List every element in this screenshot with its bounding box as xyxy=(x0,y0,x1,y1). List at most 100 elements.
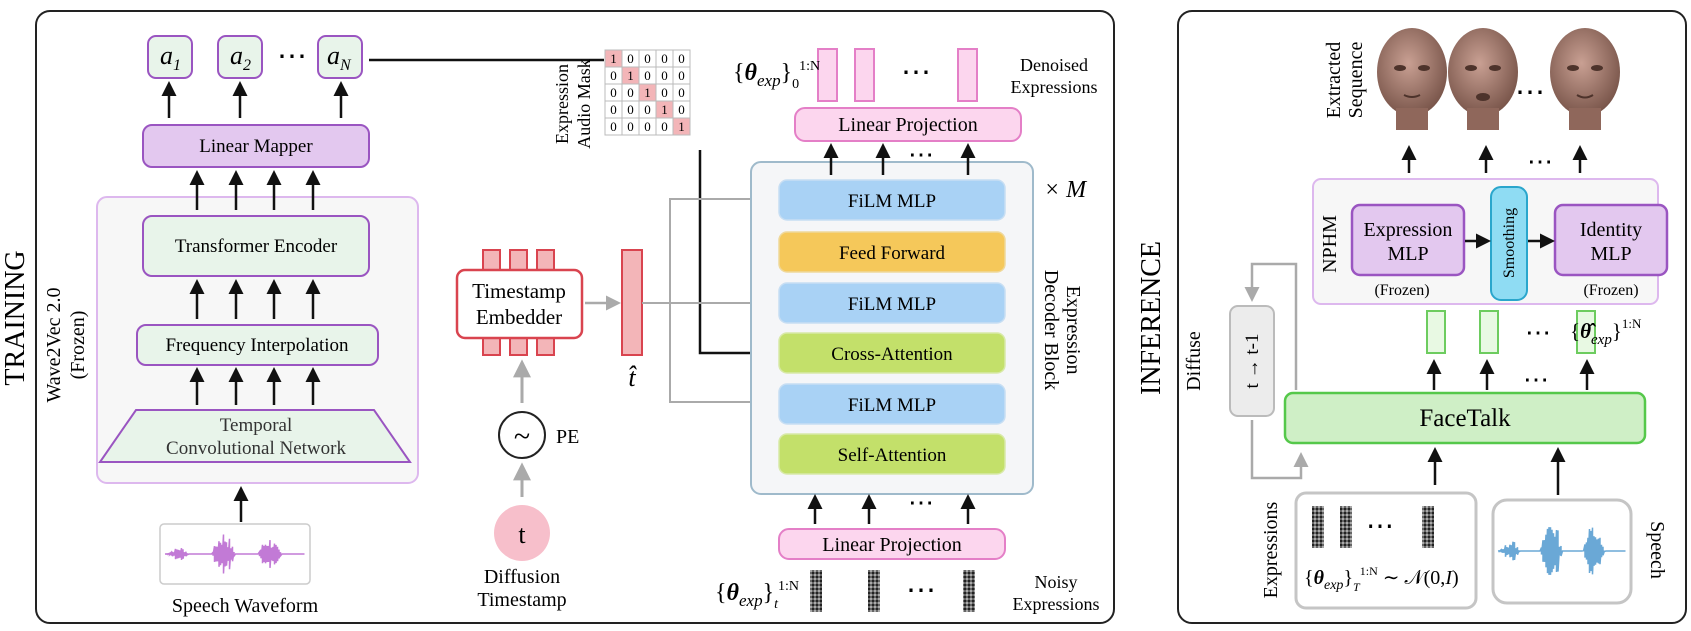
mask-cell-value: 0 xyxy=(627,102,634,117)
frequency-interpolation-label: Frequency Interpolation xyxy=(165,335,349,356)
tcn-label-1: Temporal xyxy=(220,415,293,436)
noisy-expression-vectors xyxy=(810,570,975,612)
mask-cell-value: 0 xyxy=(644,119,651,134)
mask-cell-value: 1 xyxy=(661,102,668,117)
facetalk-label: FaceTalk xyxy=(1419,405,1511,432)
audio-token-dots: ⋯ xyxy=(277,40,307,73)
training-section-label: TRAINING xyxy=(0,250,31,385)
film-mlp-block-3 xyxy=(778,383,1006,425)
expression-mlp-block xyxy=(1350,203,1466,277)
mask-cell-value: 0 xyxy=(644,68,651,83)
a1-sub: 1 xyxy=(173,57,181,74)
mask-cell-value: 0 xyxy=(627,85,634,100)
timestamp-embedder-box xyxy=(455,268,584,340)
film-mlp-label-2: FiLM MLP xyxy=(848,294,936,315)
a2-letter: a xyxy=(230,41,243,70)
inference-panel xyxy=(1177,10,1687,624)
extracted-head-1 xyxy=(1377,28,1447,130)
audio-tokens: a1 a2 aN ⋯ xyxy=(147,35,363,79)
transformer-encoder-label: Transformer Encoder xyxy=(175,236,338,257)
speech-waveform-label: Speech Waveform xyxy=(172,595,319,617)
theta-noisy: {θexp}t1:N xyxy=(715,579,799,612)
mask-label-1: Expression xyxy=(552,64,572,144)
facetalk-up-dots: ⋯ xyxy=(1523,365,1549,394)
linear-mapper-label: Linear Mapper xyxy=(199,136,313,157)
noisy-dots: ⋯ xyxy=(906,574,936,607)
decoder-block-label-1: Expression xyxy=(1062,286,1084,375)
denoised-expression-vectors xyxy=(817,48,978,102)
tcn-label-2: Convolutional Network xyxy=(166,438,346,459)
timestamp-embedder-label-1: Timestamp xyxy=(472,279,566,303)
denoised-label-2: Expressions xyxy=(1011,77,1098,97)
facetalk-up-arrows xyxy=(1426,359,1595,390)
a2-sub: 2 xyxy=(243,57,251,74)
t-hat-label: t̂ xyxy=(628,363,637,392)
training-encoder-arrows xyxy=(161,81,349,522)
wav2vec-frozen-label: (Frozen) xyxy=(67,311,89,380)
a1-letter: a xyxy=(160,41,173,70)
film-mlp-block-2 xyxy=(778,282,1006,324)
mask-cell-value: 0 xyxy=(610,85,617,100)
linear-projection-top-label: Linear Projection xyxy=(838,114,977,136)
feed-forward-label: Feed Forward xyxy=(839,243,946,264)
pe-symbol: ~ xyxy=(514,420,530,453)
mask-cell-value: 0 xyxy=(661,51,668,66)
svg-text:aN: aN xyxy=(327,41,352,74)
mask-label-2: Audio Mask xyxy=(574,59,594,149)
theta-denoised: {θexp}01:N xyxy=(733,59,820,92)
self-attention-label: Self-Attention xyxy=(838,445,947,466)
noisy-label-2: Expressions xyxy=(1013,594,1100,614)
speech-input-waveform xyxy=(1497,527,1626,575)
expression-mlp-frozen: (Frozen) xyxy=(1374,282,1429,299)
aN-sub: N xyxy=(339,57,352,74)
diffuse-loop-up xyxy=(1244,262,1298,390)
heads-dots: ⋯ xyxy=(1515,76,1545,109)
svg-text:a1: a1 xyxy=(160,41,181,74)
mask-cell-value: 0 xyxy=(661,68,668,83)
mask-cell-value: 0 xyxy=(610,68,617,83)
audio-token-a1 xyxy=(147,35,193,79)
identity-mlp-label-1: Identity xyxy=(1580,219,1642,241)
smoothing-block xyxy=(1490,186,1528,301)
diffusion-timestamp-label-2: Timestamp xyxy=(477,589,566,611)
extracted-head-2 xyxy=(1448,28,1518,130)
mask-cell-value: 0 xyxy=(661,85,668,100)
nphm-up-arrows xyxy=(1401,145,1588,173)
mask-cell-value: 1 xyxy=(678,119,685,134)
mask-cell-value: 0 xyxy=(644,51,651,66)
denoised-dots: ⋯ xyxy=(901,56,931,89)
denoised-label-1: Denoised xyxy=(1020,55,1088,75)
mask-cell-value: 0 xyxy=(678,68,685,83)
predicted-expression-vectors xyxy=(1426,310,1596,354)
speech-waveform-signal xyxy=(164,534,305,574)
self-attention-block xyxy=(778,433,1006,475)
smoothing-label: Smoothing xyxy=(1501,208,1518,278)
linear-projection-bottom xyxy=(778,528,1006,560)
decoder-block-label-2: Decoder Block xyxy=(1040,270,1062,391)
diffusion-timestamp-label-1: Diffusion xyxy=(484,566,560,588)
noisy-input-vectors xyxy=(1312,506,1434,548)
transformer-encoder-block xyxy=(142,215,370,277)
noisy-label-1: Noisy xyxy=(1034,572,1077,592)
nphm-up-dots: ⋯ xyxy=(1527,147,1553,176)
expressions-input-dots: ⋯ xyxy=(1366,511,1394,542)
identity-mlp-label-2: MLP xyxy=(1590,243,1631,265)
expression-mlp-label-2: MLP xyxy=(1387,243,1428,265)
timestamp-embedder: Timestamp Embedder xyxy=(455,249,584,356)
diffuse-loop-down xyxy=(1250,420,1309,480)
predicted-dots: ⋯ xyxy=(1525,318,1551,347)
linear-projection-top xyxy=(794,107,1022,142)
mask-cell-value: 0 xyxy=(644,102,651,117)
mask-cell-value: 0 xyxy=(627,119,634,134)
mask-cell-value: 0 xyxy=(610,102,617,117)
timestamp-embedder-label-2: Embedder xyxy=(476,305,562,329)
expression-mlp-label-1: Expression xyxy=(1364,219,1453,241)
speech-label: Speech xyxy=(1646,521,1668,579)
mask-cell-value: 1 xyxy=(644,85,651,100)
pe-label: PE xyxy=(556,426,579,448)
t-hat-vector xyxy=(621,249,643,356)
mask-cell-value: 1 xyxy=(627,68,634,83)
cross-attention-label: Cross-Attention xyxy=(831,344,953,365)
mask-cell-value: 0 xyxy=(610,119,617,134)
